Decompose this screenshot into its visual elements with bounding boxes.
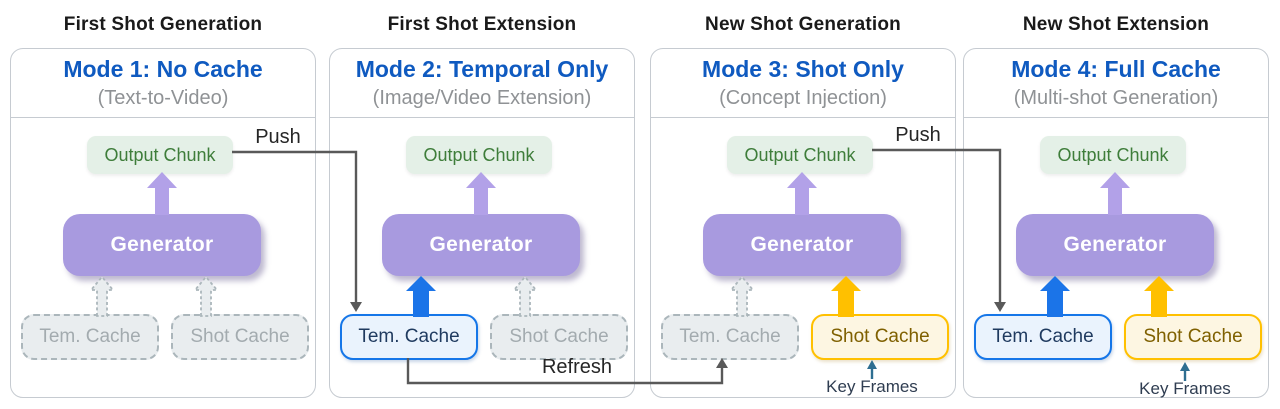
tem-cache-box-1: Tem. Cache <box>21 314 159 360</box>
panel-mode-4: Mode 4: Full Cache (Multi-shot Generatio… <box>963 48 1269 398</box>
mode-1-title: Mode 1: No Cache <box>63 56 263 82</box>
panel-mode-2: Mode 2: Temporal Only (Image/Video Exten… <box>329 48 635 398</box>
mode-3-subtitle: (Concept Injection) <box>719 87 887 109</box>
output-chunk-box-3: Output Chunk <box>727 136 873 174</box>
panel-4-header: Mode 4: Full Cache (Multi-shot Generatio… <box>964 49 1268 118</box>
tem-cache-box-4: Tem. Cache <box>974 314 1112 360</box>
stage-title-3: New Shot Generation <box>705 14 901 35</box>
panel-mode-3: Mode 3: Shot Only (Concept Injection) Ou… <box>650 48 956 398</box>
shot-cache-box-4: Shot Cache <box>1124 314 1262 360</box>
generator-box-1: Generator <box>63 214 261 276</box>
mode-2-subtitle: (Image/Video Extension) <box>372 87 592 109</box>
stage-title-4: New Shot Extension <box>1022 14 1210 35</box>
tem-cache-box-2: Tem. Cache <box>340 314 478 360</box>
refresh-label: Refresh <box>541 356 613 378</box>
generator-box-3: Generator <box>703 214 901 276</box>
output-chunk-box-2: Output Chunk <box>406 136 552 174</box>
mode-1-subtitle: (Text-to-Video) <box>97 87 229 109</box>
output-chunk-box-4: Output Chunk <box>1040 136 1186 174</box>
push-label-2: Push <box>895 124 941 146</box>
shot-cache-box-2: Shot Cache <box>490 314 628 360</box>
mode-4-title: Mode 4: Full Cache <box>1011 56 1221 82</box>
panel-mode-1: Mode 1: No Cache (Text-to-Video) Output … <box>10 48 316 398</box>
generator-box-4: Generator <box>1016 214 1214 276</box>
mode-4-subtitle: (Multi-shot Generation) <box>1013 87 1219 109</box>
panel-2-header: Mode 2: Temporal Only (Image/Video Exten… <box>330 49 634 118</box>
key-frames-label-4: Key Frames <box>1139 379 1231 398</box>
shot-cache-box-1: Shot Cache <box>171 314 309 360</box>
mode-2-title: Mode 2: Temporal Only <box>355 56 609 82</box>
panel-3-header: Mode 3: Shot Only (Concept Injection) <box>651 49 955 118</box>
stage-title-2: First Shot Extension <box>387 14 577 35</box>
tem-cache-box-3: Tem. Cache <box>661 314 799 360</box>
push-label-1: Push <box>255 126 301 148</box>
output-chunk-box-1: Output Chunk <box>87 136 233 174</box>
panel-1-header: Mode 1: No Cache (Text-to-Video) <box>11 49 315 118</box>
mode-3-title: Mode 3: Shot Only <box>702 56 904 82</box>
generator-box-2: Generator <box>382 214 580 276</box>
key-frames-label-3: Key Frames <box>826 377 918 396</box>
shot-cache-box-3: Shot Cache <box>811 314 949 360</box>
stage-title-1: First Shot Generation <box>63 14 263 35</box>
